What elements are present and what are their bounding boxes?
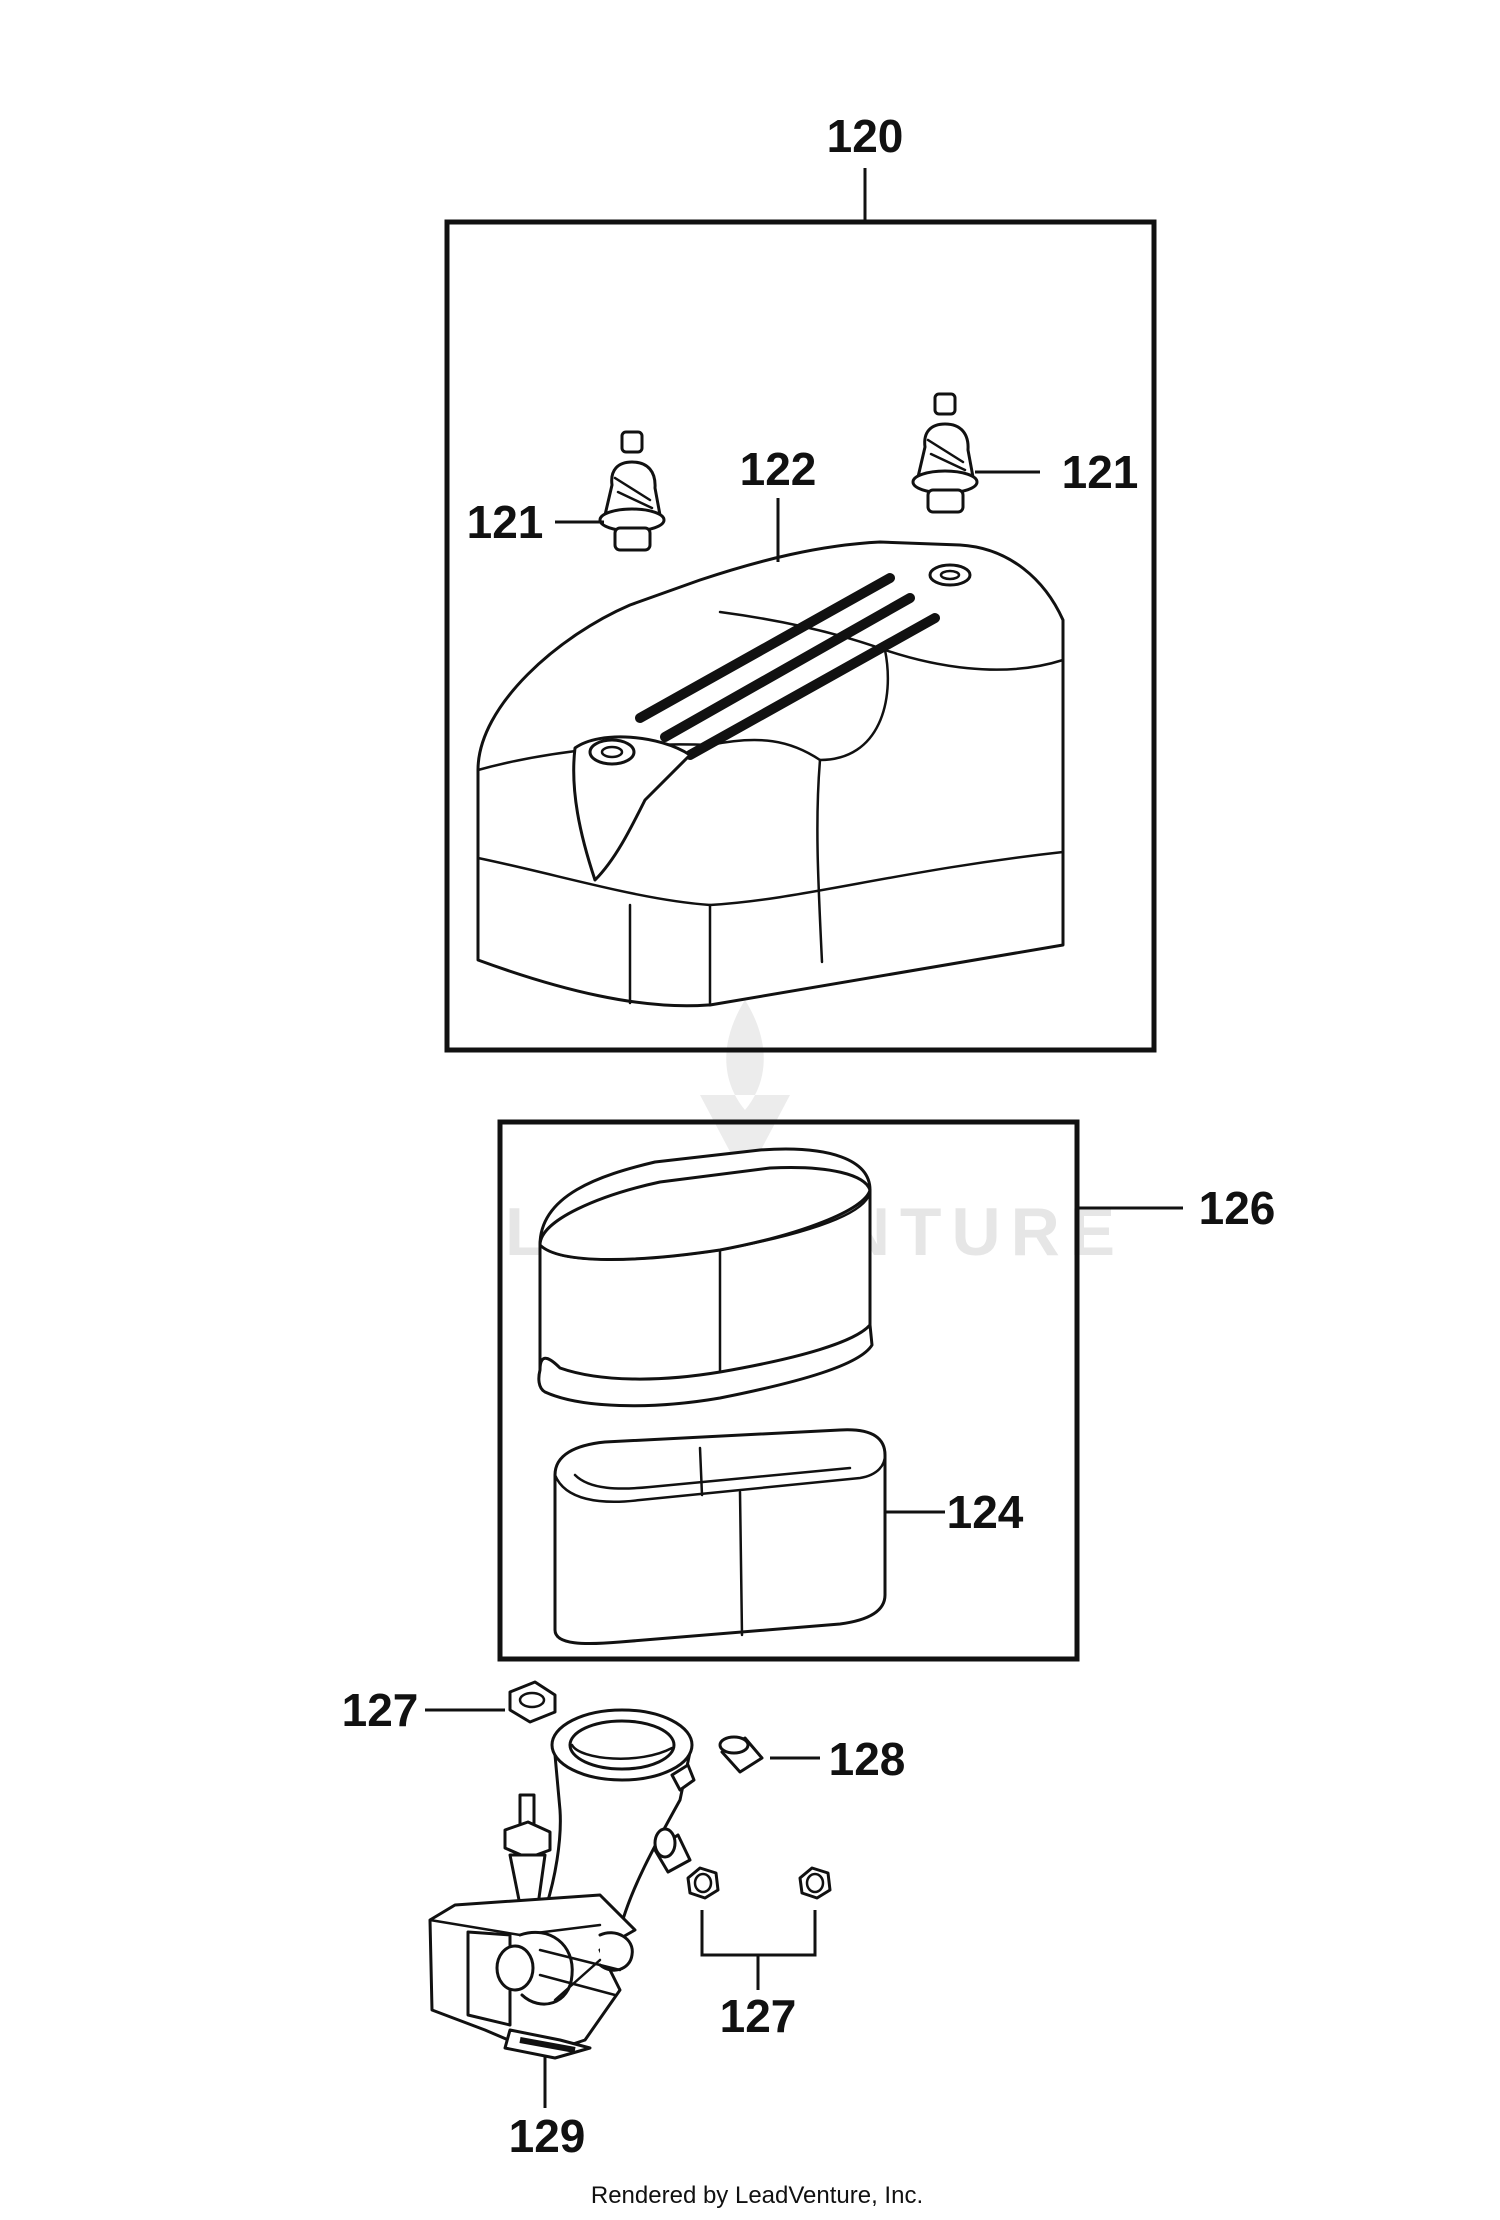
- callout-120[interactable]: 120: [827, 110, 904, 162]
- callout-128[interactable]: 128: [829, 1733, 906, 1785]
- bushing[interactable]: [718, 1735, 764, 1774]
- callout-129[interactable]: 129: [509, 2110, 586, 2162]
- callout-122[interactable]: 122: [740, 443, 817, 495]
- assembly-frame-126: [497, 1119, 1080, 1662]
- air-cleaner-base[interactable]: [428, 1708, 696, 2060]
- nut-top[interactable]: [508, 1680, 557, 1724]
- callout-124[interactable]: 124: [947, 1486, 1024, 1538]
- callout-127-top[interactable]: 127: [342, 1684, 419, 1736]
- assembly-frame-120: [444, 219, 1157, 1053]
- nut-bottom-right[interactable]: [798, 1866, 832, 1900]
- filter-kit-box: 126 124: [497, 1119, 1276, 1662]
- callout-121-right[interactable]: 121: [1062, 446, 1139, 498]
- knob-left[interactable]: [598, 430, 666, 552]
- air-cleaner-cover[interactable]: [476, 540, 1065, 1008]
- callout-121-left[interactable]: 121: [467, 496, 544, 548]
- leader-127-bottom-bracket: [700, 1910, 817, 1957]
- pre-cleaner[interactable]: [553, 1428, 887, 1646]
- footer-credit: Rendered by LeadVenture, Inc.: [591, 2182, 923, 2209]
- paper-filter[interactable]: [537, 1147, 874, 1408]
- callout-126[interactable]: 126: [1199, 1182, 1276, 1234]
- callout-127-bottom[interactable]: 127: [720, 1990, 797, 2042]
- watermark-logo-icon: [700, 1000, 790, 1180]
- nut-bottom-left[interactable]: [686, 1866, 720, 1900]
- knob-right[interactable]: [911, 392, 979, 514]
- cover-assembly-box: 120 122: [444, 110, 1157, 1053]
